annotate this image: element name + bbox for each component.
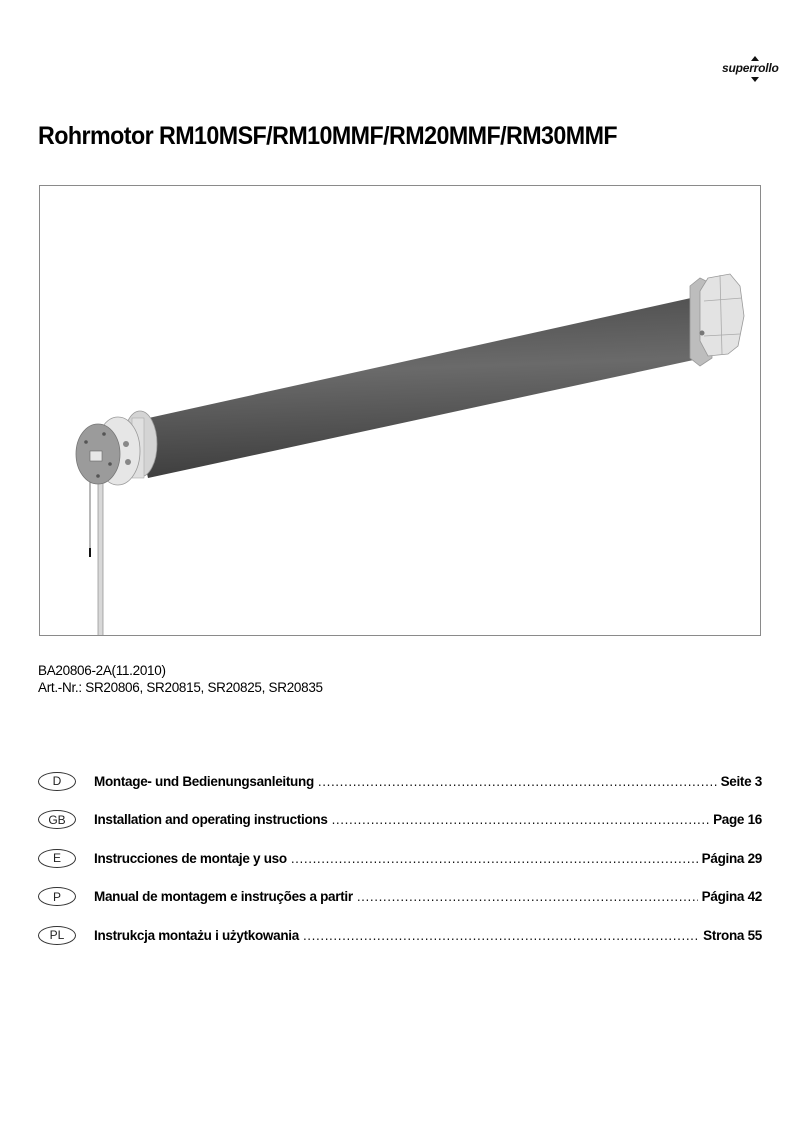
page-title: Rohrmotor RM10MSF/RM10MMF/RM20MMF/RM30MM…: [38, 122, 618, 150]
toc-row-de[interactable]: D Montage- und Bedienungsanleitung Seite…: [38, 762, 762, 801]
toc-page-ref: Página 42: [701, 889, 762, 905]
toc-entry: Montage- und Bedienungsanleitung Seite 3: [94, 774, 762, 789]
toc-entry: Instrukcja montażu i użytkowania Strona …: [94, 928, 762, 943]
language-badge: D: [38, 771, 76, 791]
logo-arrow-up-icon: [751, 56, 759, 61]
article-numbers: Art.-Nr.: SR20806, SR20815, SR20825, SR2…: [38, 680, 323, 695]
toc-label: Instrucciones de montaje y uso: [94, 850, 287, 866]
square-socket: [89, 450, 103, 462]
product-figure: [39, 185, 761, 636]
motor-tube: [135, 296, 712, 478]
logo-text: superrollo: [722, 61, 779, 75]
language-badge: P: [38, 887, 76, 907]
toc-leader-dots: [318, 774, 717, 789]
logo-arrow-down-icon: [751, 77, 759, 82]
table-of-contents: D Montage- und Bedienungsanleitung Seite…: [38, 762, 762, 955]
toc-entry: Installation and operating instructions …: [94, 812, 762, 827]
toc-leader-dots: [357, 889, 698, 904]
toc-leader-dots: [291, 851, 698, 866]
toc-page-ref: Seite 3: [720, 773, 762, 789]
document-meta: BA20806-2A(11.2010) Art.-Nr.: SR20806, S…: [38, 662, 323, 696]
toc-row-p[interactable]: P Manual de montagem e instruções a part…: [38, 878, 762, 917]
toc-leader-dots: [332, 812, 709, 827]
toc-page-ref: Página 29: [701, 850, 762, 866]
toc-page-ref: Page 16: [713, 812, 762, 828]
antenna-tip: [89, 548, 91, 557]
language-badge: PL: [38, 925, 76, 945]
toc-label: Instrukcja montażu i użytkowania: [94, 927, 299, 943]
toc-leader-dots: [303, 928, 699, 943]
document-number: BA20806-2A(11.2010): [38, 663, 166, 678]
toc-row-gb[interactable]: GB Installation and operating instructio…: [38, 801, 762, 840]
toc-label: Montage- und Bedienungsanleitung: [94, 773, 314, 789]
toc-label: Installation and operating instructions: [94, 812, 328, 828]
toc-label: Manual de montagem e instruções a partir: [94, 889, 353, 905]
language-badge: GB: [38, 810, 76, 830]
toc-page-ref: Strona 55: [703, 927, 762, 943]
toc-entry: Instrucciones de montaje y uso Página 29: [94, 851, 762, 866]
language-badge: E: [38, 848, 76, 868]
superrollo-logo: superrollo: [722, 56, 784, 82]
toc-row-e[interactable]: E Instrucciones de montaje y uso Página …: [38, 839, 762, 878]
toc-row-pl[interactable]: PL Instrukcja montażu i użytkowania Stro…: [38, 916, 762, 955]
toc-entry: Manual de montagem e instruções a partir…: [94, 889, 762, 904]
tubular-motor-illustration: [75, 273, 745, 635]
